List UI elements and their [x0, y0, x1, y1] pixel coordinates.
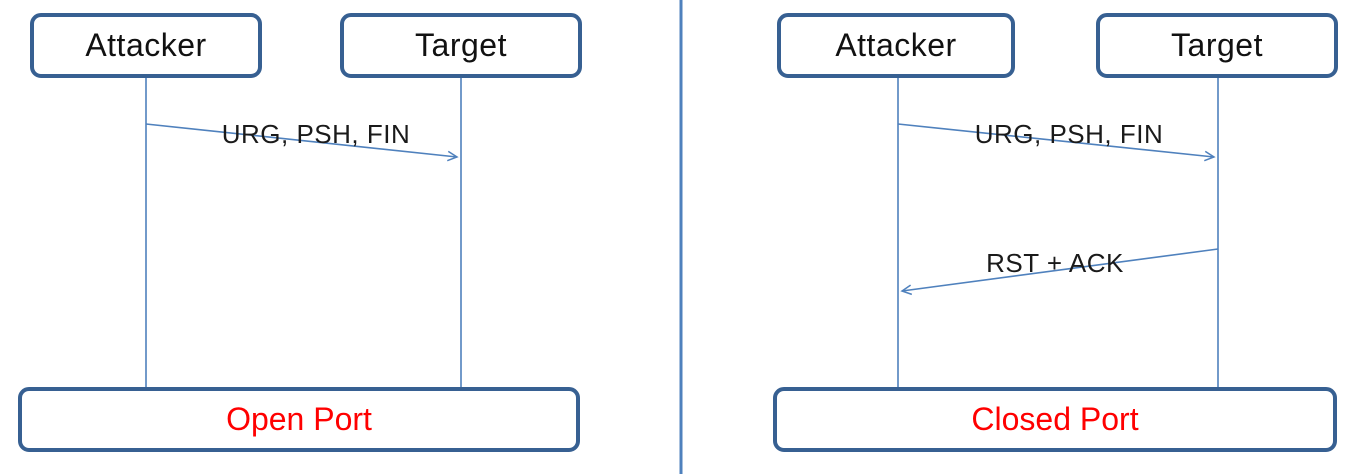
result-box-closed-port: Closed Port: [773, 387, 1337, 452]
actor-box-attacker-right: Attacker: [777, 13, 1015, 78]
actor-box-target-left: Target: [340, 13, 582, 78]
result-box-open-port: Open Port: [18, 387, 580, 452]
actor-label: Attacker: [835, 27, 957, 63]
result-label: Closed Port: [971, 401, 1139, 437]
result-label: Open Port: [226, 401, 372, 437]
actor-label: Target: [415, 27, 507, 63]
message-label-urg-psh-fin-right: URG, PSH, FIN: [974, 119, 1164, 149]
message-label-rst-ack: RST + ACK: [986, 248, 1124, 278]
actor-box-attacker-left: Attacker: [30, 13, 262, 78]
actor-label: Attacker: [85, 27, 207, 63]
actor-label: Target: [1171, 27, 1263, 63]
message-label-urg-psh-fin-left: URG, PSH, FIN: [221, 119, 411, 149]
actor-box-target-right: Target: [1096, 13, 1338, 78]
